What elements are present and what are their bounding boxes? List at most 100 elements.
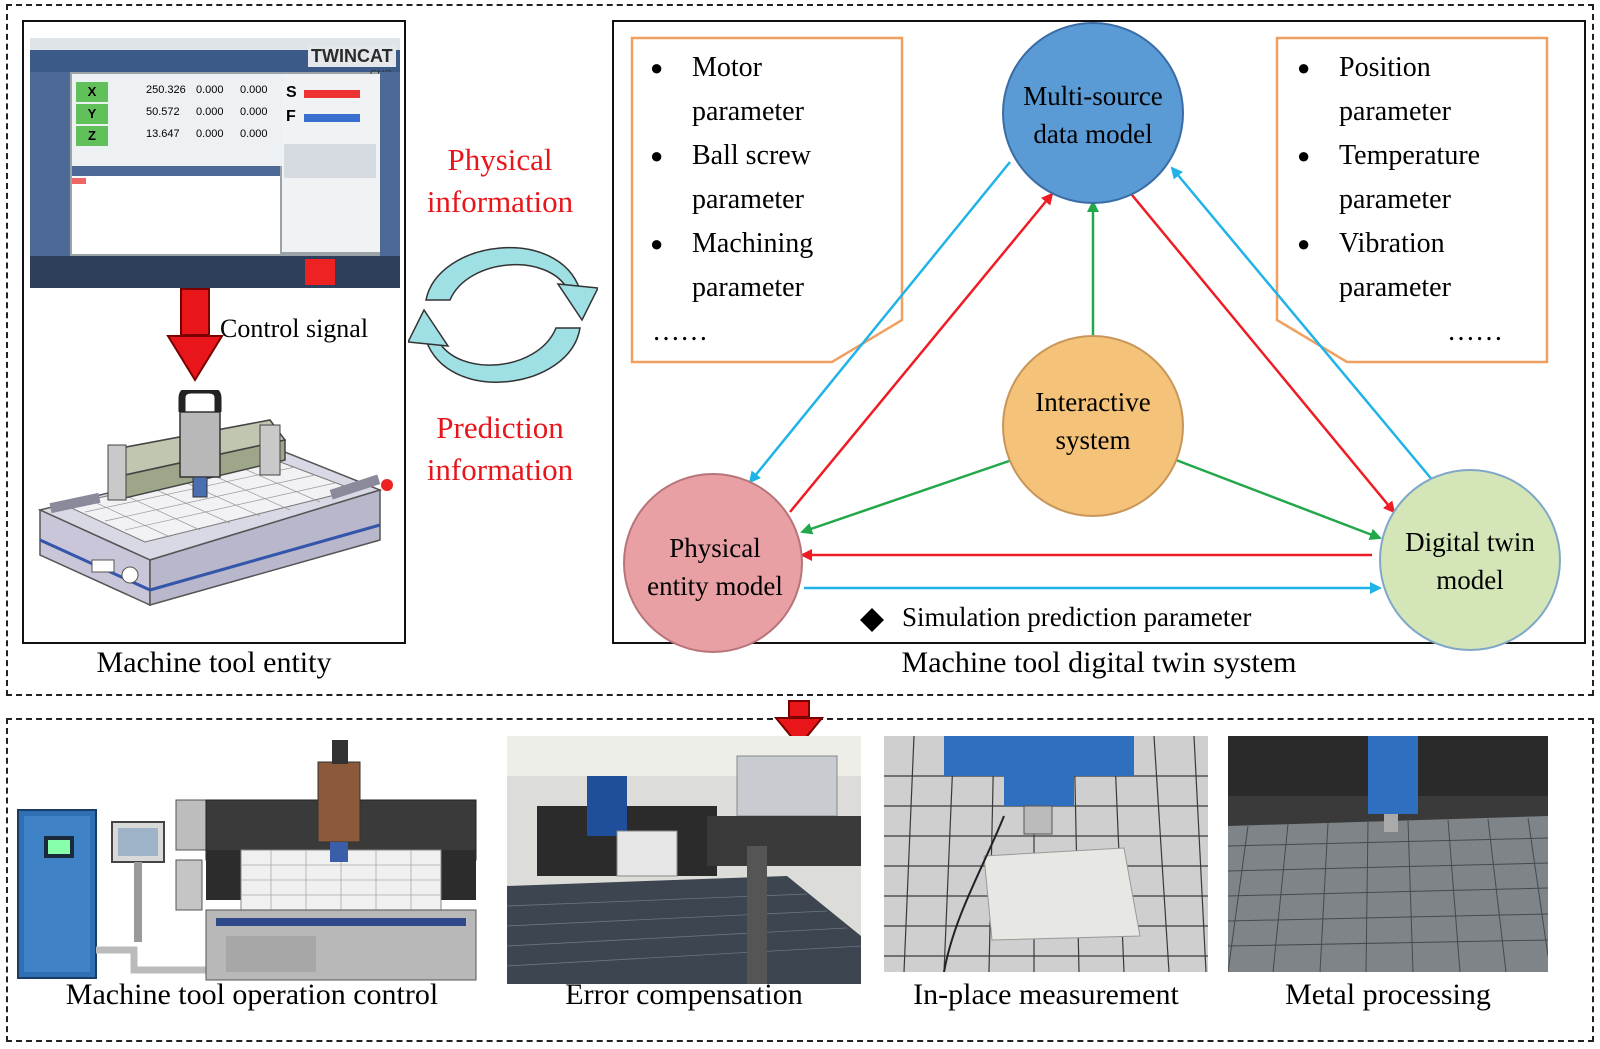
cnc-header: [30, 50, 400, 72]
left-parameter-list: ●Motor parameter ●Ball screw parameter ●…: [650, 46, 813, 354]
axis-y-value2: 0.000: [196, 106, 224, 118]
axis-z-value2: 0.000: [196, 128, 224, 140]
param-box-shapes: [630, 36, 1549, 364]
cnc-left-nav: [30, 72, 70, 256]
control-signal-arrow-head: [166, 335, 224, 382]
cnc-logo-text: TWINCAT: [311, 46, 393, 66]
exchange-cycle-arrows: [408, 246, 598, 383]
arrow-physical-to-multisource: [789, 192, 1054, 513]
param-position: ●Position: [1297, 46, 1503, 90]
interactive-label-2: system: [1055, 425, 1131, 455]
axis-x-value: 250.326: [146, 84, 186, 96]
physical-entity-label-1: Physical: [669, 533, 761, 563]
in-place-measurement-scene: [884, 736, 1208, 972]
simulation-prediction-parameter: Simulation prediction parameter: [902, 602, 1252, 632]
machine-tool-entity-caption: Machine tool entity: [96, 646, 332, 679]
prediction-information-line2: information: [426, 452, 574, 487]
control-signal-label: Control signal: [220, 314, 369, 343]
axis-y-value: 50.572: [146, 106, 180, 118]
operation-control-illustration: [17, 740, 477, 981]
diamond-bullet-icon: [860, 608, 884, 632]
msg-header: [72, 166, 280, 176]
multi-source-label-2: data model: [1033, 119, 1153, 149]
physical-entity-label-2: entity model: [647, 571, 783, 601]
bullet-icon: ●: [1297, 143, 1311, 168]
cnc-right-nav: [380, 72, 400, 256]
right-parameter-list: ●Position parameter ●Temperature paramet…: [1297, 46, 1503, 354]
arrow-interactive-to-physical: [800, 458, 1013, 535]
in-place-measurement-photo: [884, 736, 1208, 972]
arrow-digital-to-multisource: [1170, 166, 1435, 483]
cnc-footer-keys: [30, 256, 400, 288]
axis-y-label: Y: [76, 104, 108, 124]
param-temperature-line2: parameter: [1339, 184, 1451, 215]
bullet-icon: ●: [650, 55, 664, 80]
cnc-axis-table: X Y Z 250.326 0.000 0.000 50.572 0.000 0…: [72, 74, 282, 166]
right-param-ellipsis: ……: [1447, 316, 1503, 347]
node-digital-twin-model: [1379, 469, 1561, 651]
arrow-multisource-to-digital: [1131, 194, 1396, 514]
param-ball-screw-line2: parameter: [692, 184, 804, 215]
multi-source-label-1: Multi-source: [1023, 81, 1163, 111]
node-physical-entity-model: [623, 473, 803, 653]
digital-twin-label-1: Digital twin: [1405, 527, 1535, 557]
panel-block: [284, 144, 376, 178]
axis-x-value2: 0.000: [196, 84, 224, 96]
error-compensation-photo: [507, 736, 861, 984]
param-motor: ●Motor: [650, 46, 813, 90]
spindle-label: S: [286, 84, 297, 101]
interactive-label-1: Interactive: [1035, 387, 1151, 417]
param-position-line2: parameter: [1339, 96, 1451, 127]
machine-tool-entity-frame: [22, 20, 406, 644]
twin-network-graph: [623, 22, 1561, 653]
feed-label: F: [286, 108, 296, 125]
cnc-logo: TWINCAT: [308, 46, 396, 67]
cnc-footer-red-key: [305, 259, 335, 285]
msg-flag: [72, 178, 86, 184]
bullet-icon: ●: [650, 143, 664, 168]
digital-twin-label-2: model: [1436, 565, 1504, 595]
param-machining-line2: parameter: [692, 272, 804, 303]
cnc-spindle-panel: S F: [282, 74, 380, 252]
feed-bar: [304, 114, 360, 122]
metal-processing-caption: Metal processing: [1285, 978, 1491, 1011]
bullet-icon: ●: [1297, 231, 1311, 256]
metal-processing-photo: [1228, 736, 1548, 972]
section-arrow-head: [774, 717, 824, 748]
axis-x-value3: 0.000: [240, 84, 268, 96]
bullet-icon: ●: [650, 231, 664, 256]
param-ball-screw: ●Ball screw: [650, 134, 813, 178]
axis-x-label: X: [76, 82, 108, 102]
arrow-interactive-to-digital: [1175, 458, 1382, 541]
digital-twin-system-frame: [612, 20, 1586, 644]
in-place-measurement-caption: In-place measurement: [913, 978, 1179, 1011]
top-dashed-frame: [6, 4, 1594, 696]
physical-information-line2: information: [426, 184, 574, 219]
machine-tool-illustration: [37, 390, 393, 607]
left-param-ellipsis: ……: [652, 316, 708, 347]
error-compensation-caption: Error compensation: [565, 978, 803, 1011]
spindle-bar: [304, 90, 360, 98]
bullet-icon: ●: [1297, 55, 1311, 80]
metal-processing-scene: [1228, 736, 1548, 972]
node-multi-source-data-model: [1002, 22, 1184, 204]
axis-z-value3: 0.000: [240, 128, 268, 140]
cnc-titlebar: [30, 38, 400, 50]
operation-control-caption: Machine tool operation control: [65, 978, 439, 1011]
digital-twin-system-caption: Machine tool digital twin system: [901, 646, 1297, 679]
axis-z-label: Z: [76, 126, 108, 146]
control-signal-arrow-shaft: [180, 288, 210, 336]
param-motor-line2: parameter: [692, 96, 804, 127]
param-vibration-line2: parameter: [1339, 272, 1451, 303]
error-compensation-scene: [507, 736, 861, 984]
axis-z-value: 13.647: [146, 128, 180, 140]
axis-y-value3: 0.000: [240, 106, 268, 118]
cnc-screen: TWINCAT CNC X Y Z 250.326 0.000 0.000 50…: [30, 38, 400, 288]
cnc-message-area: [72, 166, 280, 254]
param-temperature: ●Temperature: [1297, 134, 1503, 178]
prediction-information-line1: Prediction: [436, 410, 564, 445]
arrow-multisource-to-physical: [748, 161, 1011, 484]
param-vibration: ●Vibration: [1297, 222, 1503, 266]
param-machining: ●Machining: [650, 222, 813, 266]
node-interactive-system: [1002, 335, 1184, 517]
